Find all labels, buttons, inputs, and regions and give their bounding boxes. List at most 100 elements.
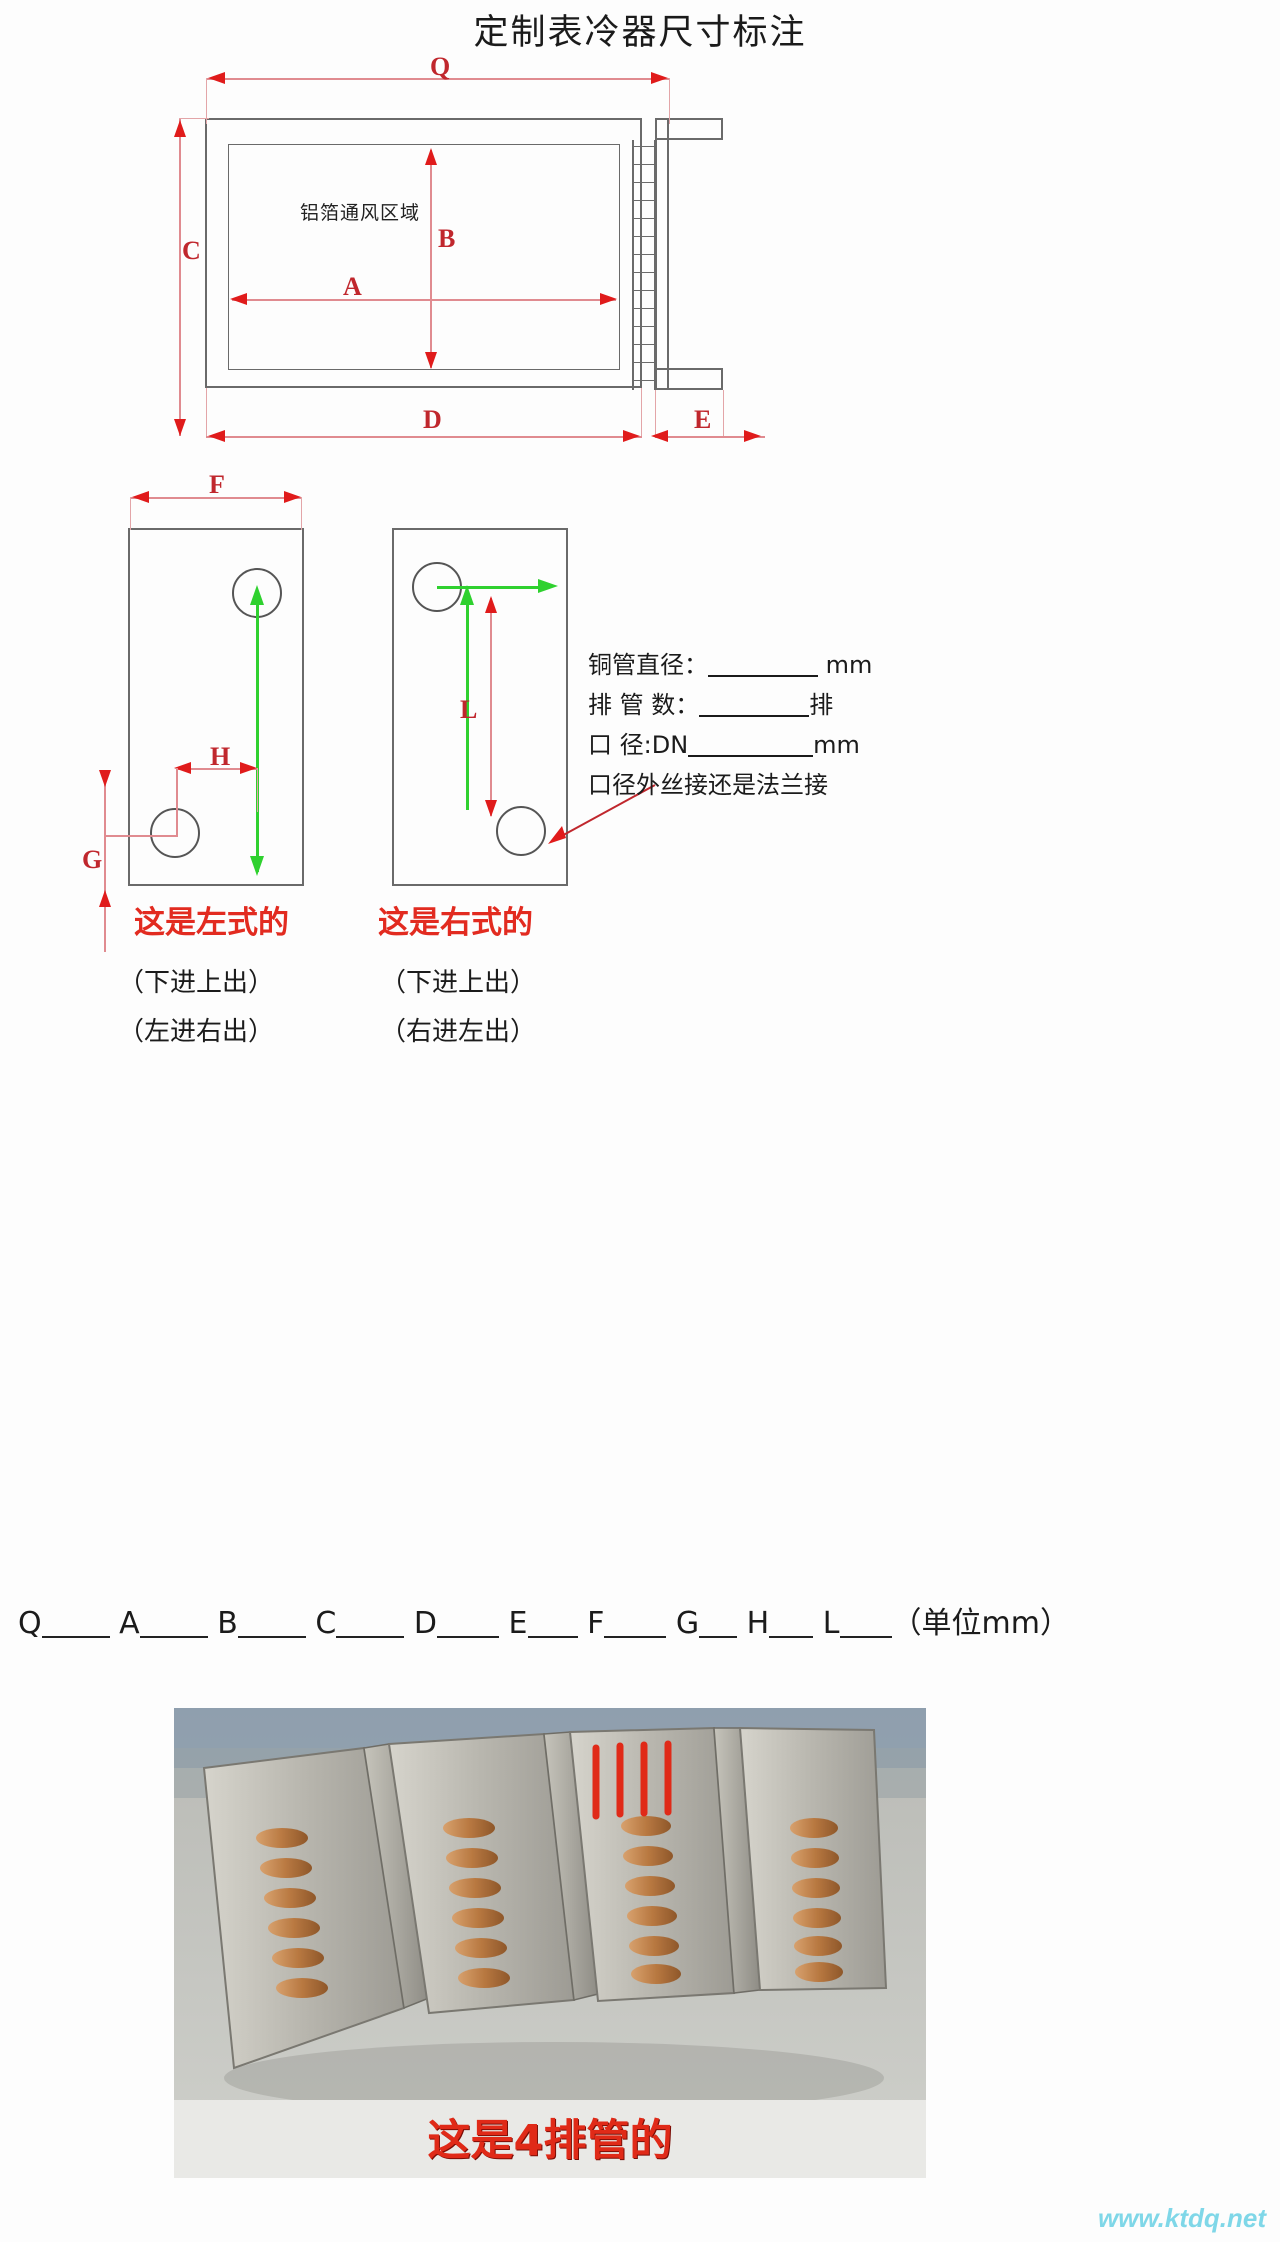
dim-arrow-D-right bbox=[623, 430, 640, 442]
dim-arrow-B-bottom bbox=[425, 352, 437, 369]
right-type-label: 这是右式的 bbox=[378, 905, 533, 941]
dim-label-C: C bbox=[182, 236, 201, 265]
dim-ext-D-left bbox=[206, 388, 208, 436]
dim-arrow-L-bottom bbox=[485, 800, 497, 817]
header-side-wall bbox=[655, 118, 669, 390]
left-note-1: （下进上出） bbox=[118, 968, 275, 998]
dim-ext-E-left bbox=[655, 390, 657, 436]
dim-ext-F-left bbox=[130, 497, 132, 530]
dim-arrow-F-right bbox=[284, 491, 301, 503]
spec-leader-arrow bbox=[540, 780, 660, 850]
dim-arrow-A-right bbox=[600, 293, 617, 305]
right-bottom-port-circle bbox=[496, 806, 546, 856]
photo-caption: 这是4排管的 bbox=[427, 2116, 673, 2166]
spec-blank-copper-diameter[interactable] bbox=[708, 653, 818, 677]
left-note-2: （左进右出） bbox=[118, 1017, 275, 1047]
dim-line-G-lower bbox=[104, 890, 106, 952]
page-title: 定制表冷器尺寸标注 bbox=[473, 13, 807, 53]
fill-letter-L: L bbox=[822, 1606, 840, 1641]
fin-area-rect bbox=[228, 144, 620, 370]
left-flow-arrow-down bbox=[250, 856, 264, 876]
fill-blank-H[interactable] bbox=[769, 1610, 814, 1638]
left-bottom-port-circle bbox=[150, 808, 200, 858]
spec-label-tube-rows: 排 管 数： bbox=[588, 691, 700, 719]
dim-arrow-G-up bbox=[99, 890, 111, 907]
spec-blank-port-diameter[interactable] bbox=[688, 733, 814, 757]
dim-line-L bbox=[490, 598, 492, 816]
dim-arrow-D-left bbox=[208, 430, 225, 442]
fill-blank-L[interactable] bbox=[839, 1610, 892, 1638]
spec-blank-tube-rows[interactable] bbox=[699, 693, 810, 717]
fill-letter-Q: Q bbox=[18, 1606, 42, 1641]
left-flow-arrow-up bbox=[250, 585, 264, 605]
dim-arrow-C-top bbox=[174, 120, 186, 137]
fill-letter-G: G bbox=[675, 1606, 700, 1641]
fin-area-label: 铝箔通风区域 bbox=[300, 202, 421, 224]
dim-ext-E-right bbox=[723, 390, 725, 436]
dim-line-G bbox=[104, 770, 106, 910]
dim-ext-Q-left bbox=[206, 78, 208, 124]
right-flow-line bbox=[466, 592, 469, 810]
dim-leader-H-horizontal bbox=[104, 835, 178, 837]
dim-ext-C-top bbox=[179, 118, 209, 120]
fill-letter-C: C bbox=[315, 1606, 337, 1641]
fill-letter-F: F bbox=[587, 1606, 605, 1641]
dim-label-G: G bbox=[82, 845, 103, 874]
right-note-1: （下进上出） bbox=[380, 968, 537, 998]
fill-blank-D[interactable] bbox=[437, 1610, 499, 1638]
dimension-fill-line: Q A B C D E F G H L（单位mm） bbox=[18, 1598, 1268, 1642]
dim-label-E: E bbox=[694, 405, 712, 434]
fill-letter-A: A bbox=[119, 1606, 140, 1641]
fill-blank-B[interactable] bbox=[237, 1610, 306, 1638]
right-outlet-line bbox=[437, 586, 545, 589]
fill-blank-Q[interactable] bbox=[41, 1610, 110, 1638]
spec-label-copper-diameter: 铜管直径： bbox=[588, 651, 708, 679]
right-side-plate bbox=[392, 528, 568, 886]
fill-letter-E: E bbox=[508, 1606, 528, 1641]
dim-ext-H-right bbox=[257, 768, 259, 812]
dim-leader-H-vertical bbox=[176, 768, 178, 836]
photo-background bbox=[174, 1708, 926, 2178]
fill-letter-D: D bbox=[413, 1606, 437, 1641]
dim-label-D: D bbox=[423, 405, 442, 434]
dim-label-B: B bbox=[438, 224, 456, 253]
right-outlet-arrow bbox=[538, 579, 558, 593]
dim-line-E bbox=[655, 436, 765, 438]
fill-blank-C[interactable] bbox=[336, 1610, 405, 1638]
dim-line-C bbox=[179, 118, 181, 436]
fill-blank-A[interactable] bbox=[139, 1610, 208, 1638]
right-flow-arrow-up bbox=[460, 585, 474, 605]
dim-label-L: L bbox=[460, 695, 478, 724]
dim-label-F: F bbox=[209, 470, 225, 499]
coil-outer-frame bbox=[205, 118, 642, 388]
dim-arrow-F-left bbox=[132, 491, 149, 503]
dim-arrow-G-down bbox=[99, 770, 111, 787]
dim-label-A: A bbox=[343, 272, 362, 301]
fill-letter-H: H bbox=[746, 1606, 770, 1641]
fill-blank-E[interactable] bbox=[527, 1610, 578, 1638]
spec-row-tube-rows: 排 管 数：排 bbox=[588, 685, 918, 725]
dim-arrow-Q-left bbox=[208, 72, 225, 84]
dim-label-H: H bbox=[210, 742, 231, 771]
left-side-plate bbox=[128, 528, 304, 886]
dim-arrow-E-left bbox=[651, 430, 668, 442]
product-photo: 这是4排管的 bbox=[174, 1708, 926, 2178]
dim-arrow-C-bottom bbox=[174, 419, 186, 436]
dim-arrow-L-top bbox=[485, 596, 497, 613]
dim-arrow-H-left bbox=[174, 762, 191, 774]
spec-row-connection-type: 口径外丝接还是法兰接 bbox=[588, 765, 918, 805]
spec-row-copper-diameter: 铜管直径： mm bbox=[588, 645, 918, 685]
watermark: www.ktdq.net bbox=[1097, 2203, 1266, 2233]
spec-label-port-diameter: 口 径:DN bbox=[588, 731, 689, 759]
dim-label-Q: Q bbox=[430, 52, 451, 81]
dim-line-A bbox=[232, 299, 616, 301]
dim-arrow-Q-right bbox=[651, 72, 668, 84]
dim-ext-D-right bbox=[641, 388, 643, 436]
dim-ext-Q-right bbox=[669, 78, 671, 124]
fill-blank-G[interactable] bbox=[699, 1610, 738, 1638]
fill-blank-F[interactable] bbox=[604, 1610, 667, 1638]
dim-line-B bbox=[430, 150, 432, 368]
dim-line-D bbox=[206, 436, 642, 438]
dim-arrow-E-right bbox=[744, 430, 761, 442]
